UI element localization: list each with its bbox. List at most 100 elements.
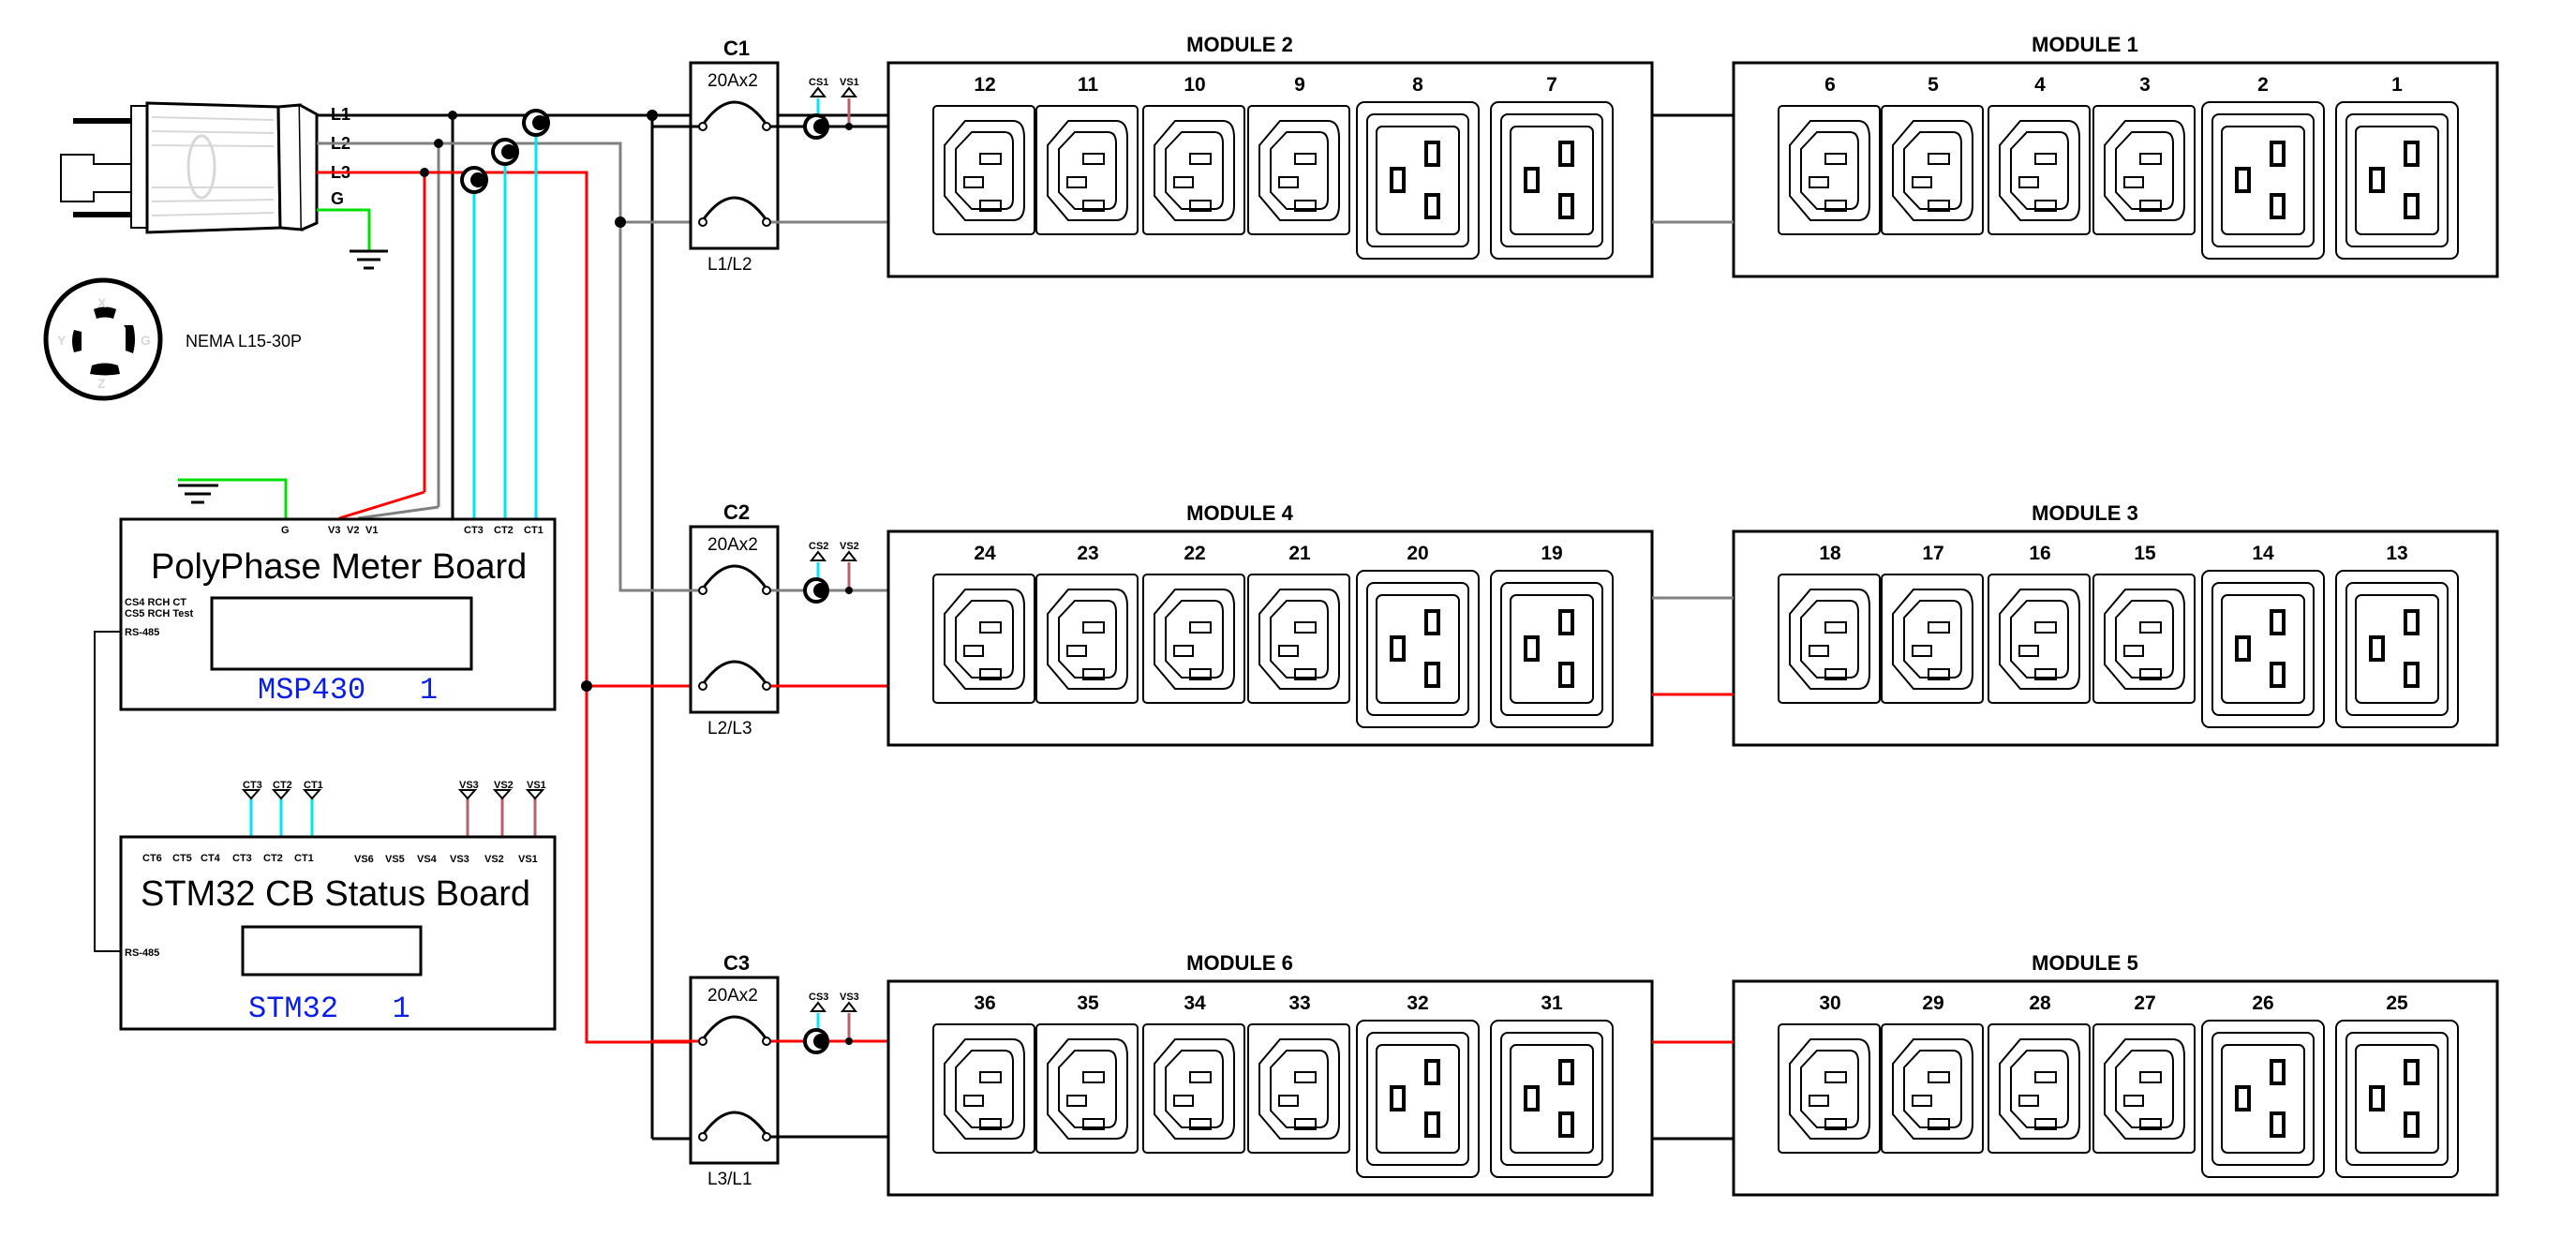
outlet-number: 27 — [2134, 992, 2155, 1014]
module-title: MODULE 3 — [2032, 501, 2138, 525]
c13-outlet-icon — [932, 574, 1035, 704]
breaker-phases: L2/L3 — [707, 719, 752, 738]
outlet-number: 29 — [1922, 992, 1943, 1014]
breaker-switch-icon — [701, 196, 768, 221]
module-link-wires — [1652, 1040, 1734, 1141]
plug-type-label: NEMA L15-30P — [186, 332, 302, 351]
svg-text:V2: V2 — [347, 525, 359, 536]
outlet-number: 23 — [1077, 543, 1098, 564]
outlet-7: 7 — [1490, 74, 1614, 260]
outlet-number: 3 — [2139, 74, 2151, 96]
status-board-vs-pin: VS6 — [354, 854, 374, 865]
c13-outlet-icon — [1778, 105, 1881, 235]
outlet-number: 31 — [1541, 992, 1563, 1014]
ground-symbol-icon — [350, 249, 388, 270]
outlet-number: 25 — [2386, 992, 2408, 1014]
svg-text:VS3: VS3 — [840, 992, 859, 1003]
c19-outlet-icon — [2335, 1020, 2459, 1178]
svg-text:CT3: CT3 — [464, 525, 484, 536]
svg-text:CS2: CS2 — [809, 541, 828, 552]
svg-text:VS3: VS3 — [459, 780, 479, 791]
current-transformer-icon: CS1 — [803, 77, 829, 140]
svg-text:CT1: CT1 — [304, 780, 323, 791]
svg-text:CS4 RCH CT: CS4 RCH CT — [125, 597, 186, 608]
outlet-number: 12 — [974, 74, 995, 96]
outlet-number: 36 — [974, 992, 995, 1014]
c13-outlet-icon — [1881, 574, 1984, 704]
status-board-ct-pin: CT6 — [142, 853, 162, 864]
svg-text:CS3: CS3 — [809, 992, 828, 1003]
svg-text:CS1: CS1 — [809, 77, 828, 88]
outlet-30: 30 — [1778, 992, 1881, 1154]
outlet-number: 4 — [2034, 74, 2046, 96]
svg-text:Z: Z — [97, 376, 106, 391]
outlet-number: 8 — [1412, 74, 1423, 96]
vs-connector-icon: VS1 — [525, 780, 546, 837]
c13-outlet-icon — [2092, 1023, 2196, 1154]
c13-outlet-icon — [1988, 1023, 2091, 1154]
outlet-number: 15 — [2134, 543, 2156, 564]
outlet-10: 10 — [1142, 74, 1245, 235]
breaker-rating: 20Ax2 — [707, 535, 758, 555]
outlet-25: 25 — [2335, 992, 2459, 1178]
module-title: MODULE 2 — [1186, 33, 1293, 56]
outlet-22: 22 — [1142, 543, 1245, 704]
c13-outlet-icon — [1247, 1023, 1350, 1154]
c13-outlet-icon — [1035, 574, 1139, 704]
svg-text:CT1: CT1 — [524, 525, 543, 536]
line-label-g: G — [331, 189, 344, 208]
polyphase-meter-board: G V3 V2 V1 CT3 CT2 CT1 PolyPhase Meter B… — [119, 478, 557, 711]
outlet-number: 7 — [1546, 74, 1557, 96]
c13-outlet-icon — [1247, 574, 1350, 704]
svg-text:VS2: VS2 — [494, 780, 514, 791]
breaker-switch-icon — [701, 1015, 768, 1040]
status-board-vs-pin: VS4 — [417, 854, 438, 865]
outlet-number: 5 — [1928, 74, 1939, 96]
ct-connector-icon: CT3 — [241, 780, 262, 837]
outlet-number: 19 — [1541, 543, 1562, 564]
svg-text:CT2: CT2 — [494, 525, 514, 536]
module-link-wires — [1652, 113, 1734, 224]
outlet-number: 35 — [1077, 992, 1099, 1014]
c13-outlet-icon — [1142, 105, 1245, 235]
voltage-sense-icon: VS1 — [840, 77, 859, 130]
outlet-19: 19 — [1490, 543, 1614, 728]
breaker-phases: L3/L1 — [707, 1170, 752, 1189]
breaker-switch-icon — [701, 660, 768, 685]
outlet-28: 28 — [1988, 992, 2091, 1154]
outlet-13: 13 — [2335, 543, 2459, 728]
outlet-35: 35 — [1035, 992, 1139, 1154]
outlet-number: 1 — [2391, 74, 2403, 96]
svg-text:X: X — [97, 295, 107, 310]
vs-connector-icon: VS2 — [492, 780, 514, 837]
voltage-sense-icon: VS3 — [840, 992, 859, 1045]
breaker-switch-icon — [701, 1111, 768, 1136]
current-transformer-icon: CS2 — [803, 541, 829, 604]
c13-outlet-icon — [1778, 574, 1881, 704]
svg-text:Y: Y — [57, 333, 67, 348]
outlet-29: 29 — [1881, 992, 1984, 1154]
outlet-36: 36 — [932, 992, 1035, 1154]
breaker-switch-icon — [701, 564, 768, 589]
c13-outlet-icon — [1988, 574, 2091, 704]
outlet-26: 26 — [2201, 992, 2325, 1178]
outlet-12: 12 — [932, 74, 1035, 235]
ground-symbol-icon — [178, 484, 218, 504]
voltage-sense-icon: VS2 — [840, 541, 859, 594]
c13-outlet-icon — [1778, 1023, 1881, 1154]
plug-icon — [60, 101, 319, 234]
outlet-9: 9 — [1247, 74, 1350, 235]
status-board-title: STM32 CB Status Board — [141, 874, 530, 914]
svg-text:RS-485: RS-485 — [125, 947, 159, 959]
breaker-name: C3 — [723, 951, 750, 975]
status-board-vs-pin: VS1 — [518, 854, 538, 865]
outlet-21: 21 — [1247, 543, 1350, 704]
outlet-number: 14 — [2252, 543, 2274, 564]
outlet-11: 11 — [1035, 74, 1139, 235]
svg-text:VS2: VS2 — [840, 541, 859, 552]
